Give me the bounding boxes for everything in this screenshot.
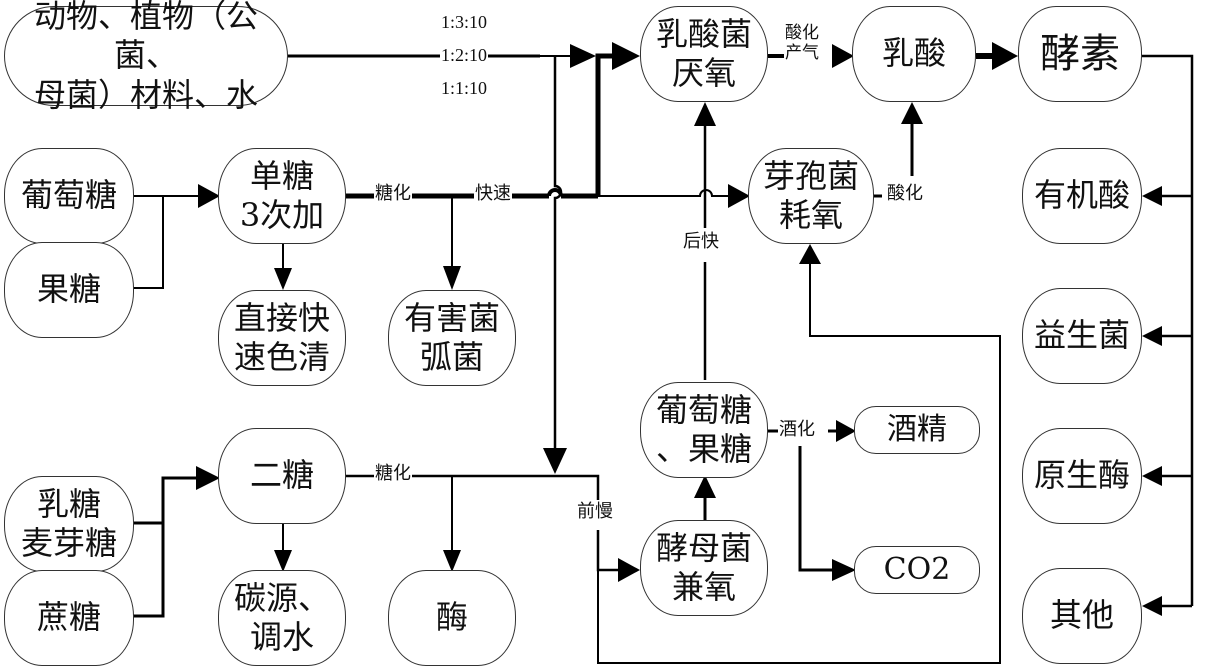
label-saccharify-bottom: 糖化	[374, 463, 412, 485]
node-alcohol[interactable]: 酒精	[854, 406, 980, 454]
node-harmful-bacteria[interactable]: 有害菌 弧菌	[388, 290, 516, 386]
arrowhead	[570, 44, 596, 68]
arrowhead	[543, 448, 567, 474]
edge-jiaosu-distribution	[1142, 54, 1194, 606]
node-others[interactable]: 其他	[1022, 568, 1142, 664]
edge-jump	[547, 188, 563, 197]
node-organic-acid[interactable]: 有机酸	[1022, 148, 1142, 244]
label-fast: 快速	[474, 183, 512, 205]
arrowhead	[1142, 596, 1162, 616]
node-yeast[interactable]: 酵母菌 兼氧	[640, 520, 768, 616]
node-lactobacillus[interactable]: 乳酸菌 厌氧	[640, 6, 768, 102]
label-ratio-2: 1:2:10	[440, 45, 489, 66]
label-acidify: 酸化	[886, 183, 924, 205]
label-alcoholize: 酒化	[778, 419, 816, 441]
arrowhead	[612, 42, 640, 70]
edge-to-bacillus	[598, 189, 730, 197]
node-fructose[interactable]: 果糖	[4, 242, 134, 338]
edge-ratio-drop	[553, 56, 563, 448]
arrowhead	[694, 102, 716, 126]
node-probiotics[interactable]: 益生菌	[1022, 288, 1142, 384]
node-disaccharide[interactable]: 二糖	[218, 428, 346, 524]
node-glucose[interactable]: 葡萄糖	[4, 148, 134, 244]
label-ratio-1: 1:3:10	[441, 12, 488, 32]
node-glucose-fructose[interactable]: 葡萄糖 、果糖	[640, 382, 768, 478]
label-later-fast: 后快	[682, 231, 720, 253]
edge-disaccharide-saccharify	[346, 474, 600, 500]
arrowhead	[799, 244, 821, 264]
edge-sugars-to-disaccharide	[133, 476, 200, 618]
arrowhead	[443, 266, 461, 290]
arrowhead	[1142, 466, 1162, 486]
edge-loop-to-bacillus	[597, 262, 1001, 664]
node-direct-clear[interactable]: 直接快 速色清	[218, 290, 346, 386]
edge-fast-bold-riser	[595, 53, 615, 196]
label-acidify-gas: 酸化 产气	[785, 23, 819, 63]
arrowhead	[836, 420, 856, 442]
arrowhead	[618, 558, 640, 582]
arrowhead	[832, 559, 856, 581]
node-sucrose[interactable]: 蔗糖	[4, 570, 134, 666]
arrowhead	[1142, 326, 1162, 346]
edge-early-slow-to-yeast	[596, 530, 620, 572]
label-saccharify-top: 糖化	[374, 183, 412, 205]
node-co2[interactable]: CO2	[854, 546, 980, 594]
edge-to-co2	[798, 446, 836, 572]
arrowhead	[443, 550, 461, 572]
node-lactose-maltose[interactable]: 乳糖 麦芽糖	[4, 476, 134, 572]
label-ratio-3: 1:1:10	[441, 78, 488, 98]
node-monosaccharide[interactable]: 单糖 3次加	[218, 148, 346, 244]
arrowhead	[728, 184, 750, 208]
node-jiaosu[interactable]: 酵素	[1018, 6, 1142, 102]
node-proto-enzyme[interactable]: 原生酶	[1022, 428, 1142, 524]
node-lactic-acid[interactable]: 乳酸	[852, 6, 976, 102]
node-bacillus[interactable]: 芽孢菌 耗氧	[748, 148, 874, 244]
arrowhead	[1142, 186, 1162, 206]
edge-glucose-fructose-to-monosaccharide	[133, 195, 200, 289]
node-enzyme[interactable]: 酶	[388, 570, 516, 666]
label-early-slow: 前慢	[576, 501, 614, 523]
node-materials[interactable]: 动物、植物（公菌、 母菌）材料、水	[4, 0, 288, 114]
arrowhead	[694, 475, 716, 498]
arrowhead	[196, 466, 220, 490]
arrowhead	[274, 268, 292, 290]
arrowhead	[832, 44, 854, 68]
node-carbon-source[interactable]: 碳源、 调水	[218, 570, 346, 666]
arrowhead	[901, 102, 923, 124]
arrowhead	[198, 184, 220, 208]
arrowhead	[992, 42, 1018, 70]
arrowhead	[274, 550, 292, 572]
